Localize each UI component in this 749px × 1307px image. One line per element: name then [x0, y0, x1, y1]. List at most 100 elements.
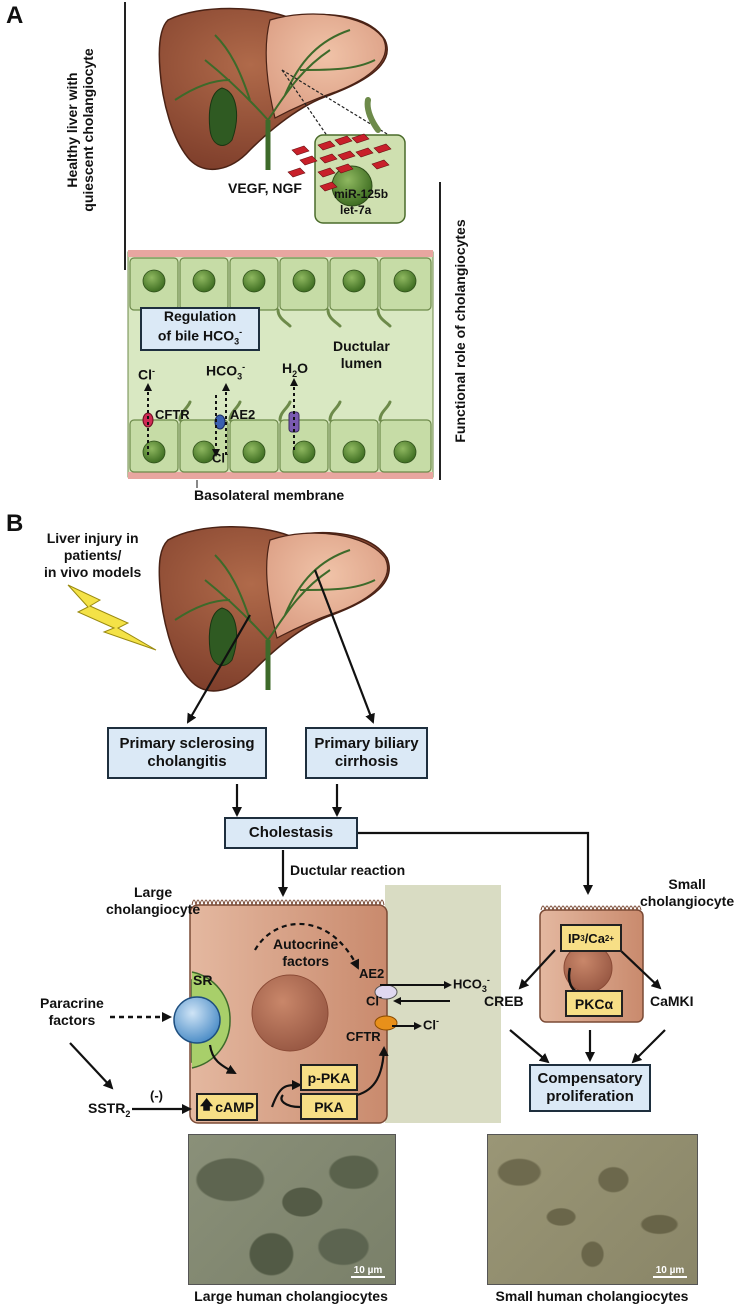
side-label-line1: Healthy liver with [64, 72, 80, 188]
cl-top-label: Cl- [138, 366, 155, 383]
ductular-line2: lumen [340, 355, 383, 371]
pkc-text: PKCα [574, 995, 614, 1012]
cftr-label-b: CFTR [346, 1029, 381, 1044]
scale-text-large: 10 µm [353, 1265, 383, 1276]
cholestasis-box: Cholestasis [224, 817, 358, 849]
sstr-text: SSTR [88, 1100, 126, 1116]
pbc-line2: cirrhosis [334, 753, 399, 770]
autocrine-arrow [254, 922, 360, 970]
lightning-bolt-icon [67, 584, 157, 651]
comp-line2: proliferation [546, 1088, 634, 1105]
flow-arrows [186, 569, 593, 897]
pka-box: PKA [300, 1093, 358, 1120]
camki-label: CaMKI [650, 993, 694, 1009]
comp-line1: Compensatory [537, 1070, 643, 1087]
h2o-text: H [282, 360, 293, 376]
liver-injury-label: Liver injury in patients/ in vivo models [44, 530, 141, 581]
sr-label: SR [193, 972, 213, 988]
quiescent-cholangiocyte-cell [314, 97, 406, 224]
creb-label: CREB [484, 993, 524, 1009]
pbc-line1: Primary biliary [314, 735, 419, 752]
h2o-label: H2O [282, 360, 309, 379]
ductular-reaction-label: Ductular reaction [290, 862, 406, 878]
paracrine-line2: factors [48, 1012, 96, 1028]
pka-text: PKA [314, 1098, 344, 1115]
cl-in-text: Cl [366, 993, 379, 1009]
up-arrow-icon: 🡅 [199, 1097, 214, 1112]
sstr2-label: SSTR2 [88, 1100, 131, 1119]
vegf-ngf-label: VEGF, NGF [228, 180, 302, 196]
cl-bottom-label: Cl- [212, 449, 228, 466]
cl-out-text: Cl [423, 1017, 436, 1033]
ppka-box: p-PKA [300, 1064, 358, 1091]
regulation-line1: Regulation [163, 308, 237, 325]
small-cholangiocyte-label: Small cholangiocyte [640, 876, 734, 910]
regulation-line2-wrap: of bile HCO3- [158, 324, 242, 349]
cl-bottom-text: Cl [212, 450, 225, 466]
injured-liver-illustration [158, 526, 390, 692]
cl-out-label: Cl- [423, 1016, 439, 1033]
ductular-line1: Ductular [333, 338, 390, 354]
ae2-label-a: AE2 [230, 407, 256, 422]
healthy-liver-side-label: Healthy liver with quiescent cholangiocy… [64, 48, 96, 211]
bile-duct-tissue [127, 250, 434, 479]
small-cholangiocytes-micrograph: 10 µm [487, 1134, 698, 1285]
ip3-text: IP [567, 930, 581, 946]
large-line1: Large [134, 884, 173, 900]
regulation-line2: of bile HCO [157, 327, 235, 344]
injury-line3: in vivo models [44, 564, 142, 580]
large-line2: cholangiocyte [106, 901, 201, 917]
scale-text-small: 10 µm [655, 1265, 685, 1276]
psc-line1: Primary sclerosing [119, 735, 255, 752]
ca-text: /Ca [584, 930, 605, 946]
camp-box: 🡅cAMP [196, 1093, 258, 1121]
ductular-lumen-label: Ductular lumen [333, 338, 390, 372]
caption-small-cholangiocytes: Small human cholangiocytes [495, 1288, 689, 1304]
cftr-label-a: CFTR [155, 407, 190, 422]
small-line1: Small [668, 876, 706, 892]
cl-top-text: Cl [138, 366, 152, 383]
small-line2: cholangiocyte [640, 893, 735, 909]
hco3-b-text: HCO [453, 976, 482, 992]
psc-line2: cholangitis [147, 753, 227, 770]
caption-large-cholangiocytes: Large human cholangiocytes [194, 1288, 388, 1304]
autocrine-line2: factors [282, 953, 330, 969]
ae2-label-b: AE2 [359, 966, 385, 981]
panel-a-label: A [6, 2, 24, 29]
panel-b-label: B [6, 510, 24, 537]
let7a-label: let-7a [340, 203, 372, 217]
psc-box: Primary sclerosing cholangitis [107, 727, 267, 779]
regulation-bile-hco3-box: Regulation of bile HCO3- [140, 307, 260, 351]
inhibition-label: (-) [150, 1088, 163, 1103]
regulation-sub: 3 [234, 336, 240, 347]
scale-bar-small: 10 µm [653, 1265, 687, 1278]
sr-receptor [173, 996, 221, 1044]
autocrine-line1: Autocrine [273, 936, 339, 952]
functional-role-label: Functional role of cholangiocytes [452, 219, 468, 443]
basolateral-membrane-label: Basolateral membrane [194, 487, 345, 503]
scale-bar-large: 10 µm [351, 1265, 385, 1278]
pkc-alpha-box: PKCα [565, 990, 623, 1017]
compensatory-proliferation-box: Compensatory proliferation [529, 1064, 651, 1112]
injury-line2: patients/ [63, 547, 122, 563]
healthy-liver-illustration [158, 7, 388, 170]
regulation-sup: - [239, 327, 243, 338]
hco3-label-b: HCO3- [453, 975, 490, 994]
camp-text: cAMP [215, 1099, 255, 1115]
secreted-granules [287, 133, 392, 192]
large-cholangiocytes-micrograph: 10 µm [188, 1134, 396, 1285]
cl-in-label: Cl- [366, 992, 382, 1009]
large-cholangiocyte-label: Large cholangiocyte [106, 884, 200, 918]
hco3-top-label: HCO3- [206, 362, 246, 382]
hco3-top-text: HCO [206, 362, 238, 379]
mir125b-label: miR-125b [334, 187, 389, 201]
paracrine-line1: Paracrine [40, 995, 104, 1011]
autocrine-factors-label: Autocrine factors [273, 936, 338, 970]
pbc-box: Primary biliary cirrhosis [305, 727, 428, 779]
ppka-text: p-PKA [307, 1069, 351, 1086]
cholestasis-text: Cholestasis [248, 824, 334, 841]
side-label-line2: quiescent cholangiocyte [80, 48, 96, 212]
injury-line1: Liver injury in [46, 530, 139, 546]
paracrine-factors-label: Paracrine factors [40, 995, 104, 1029]
